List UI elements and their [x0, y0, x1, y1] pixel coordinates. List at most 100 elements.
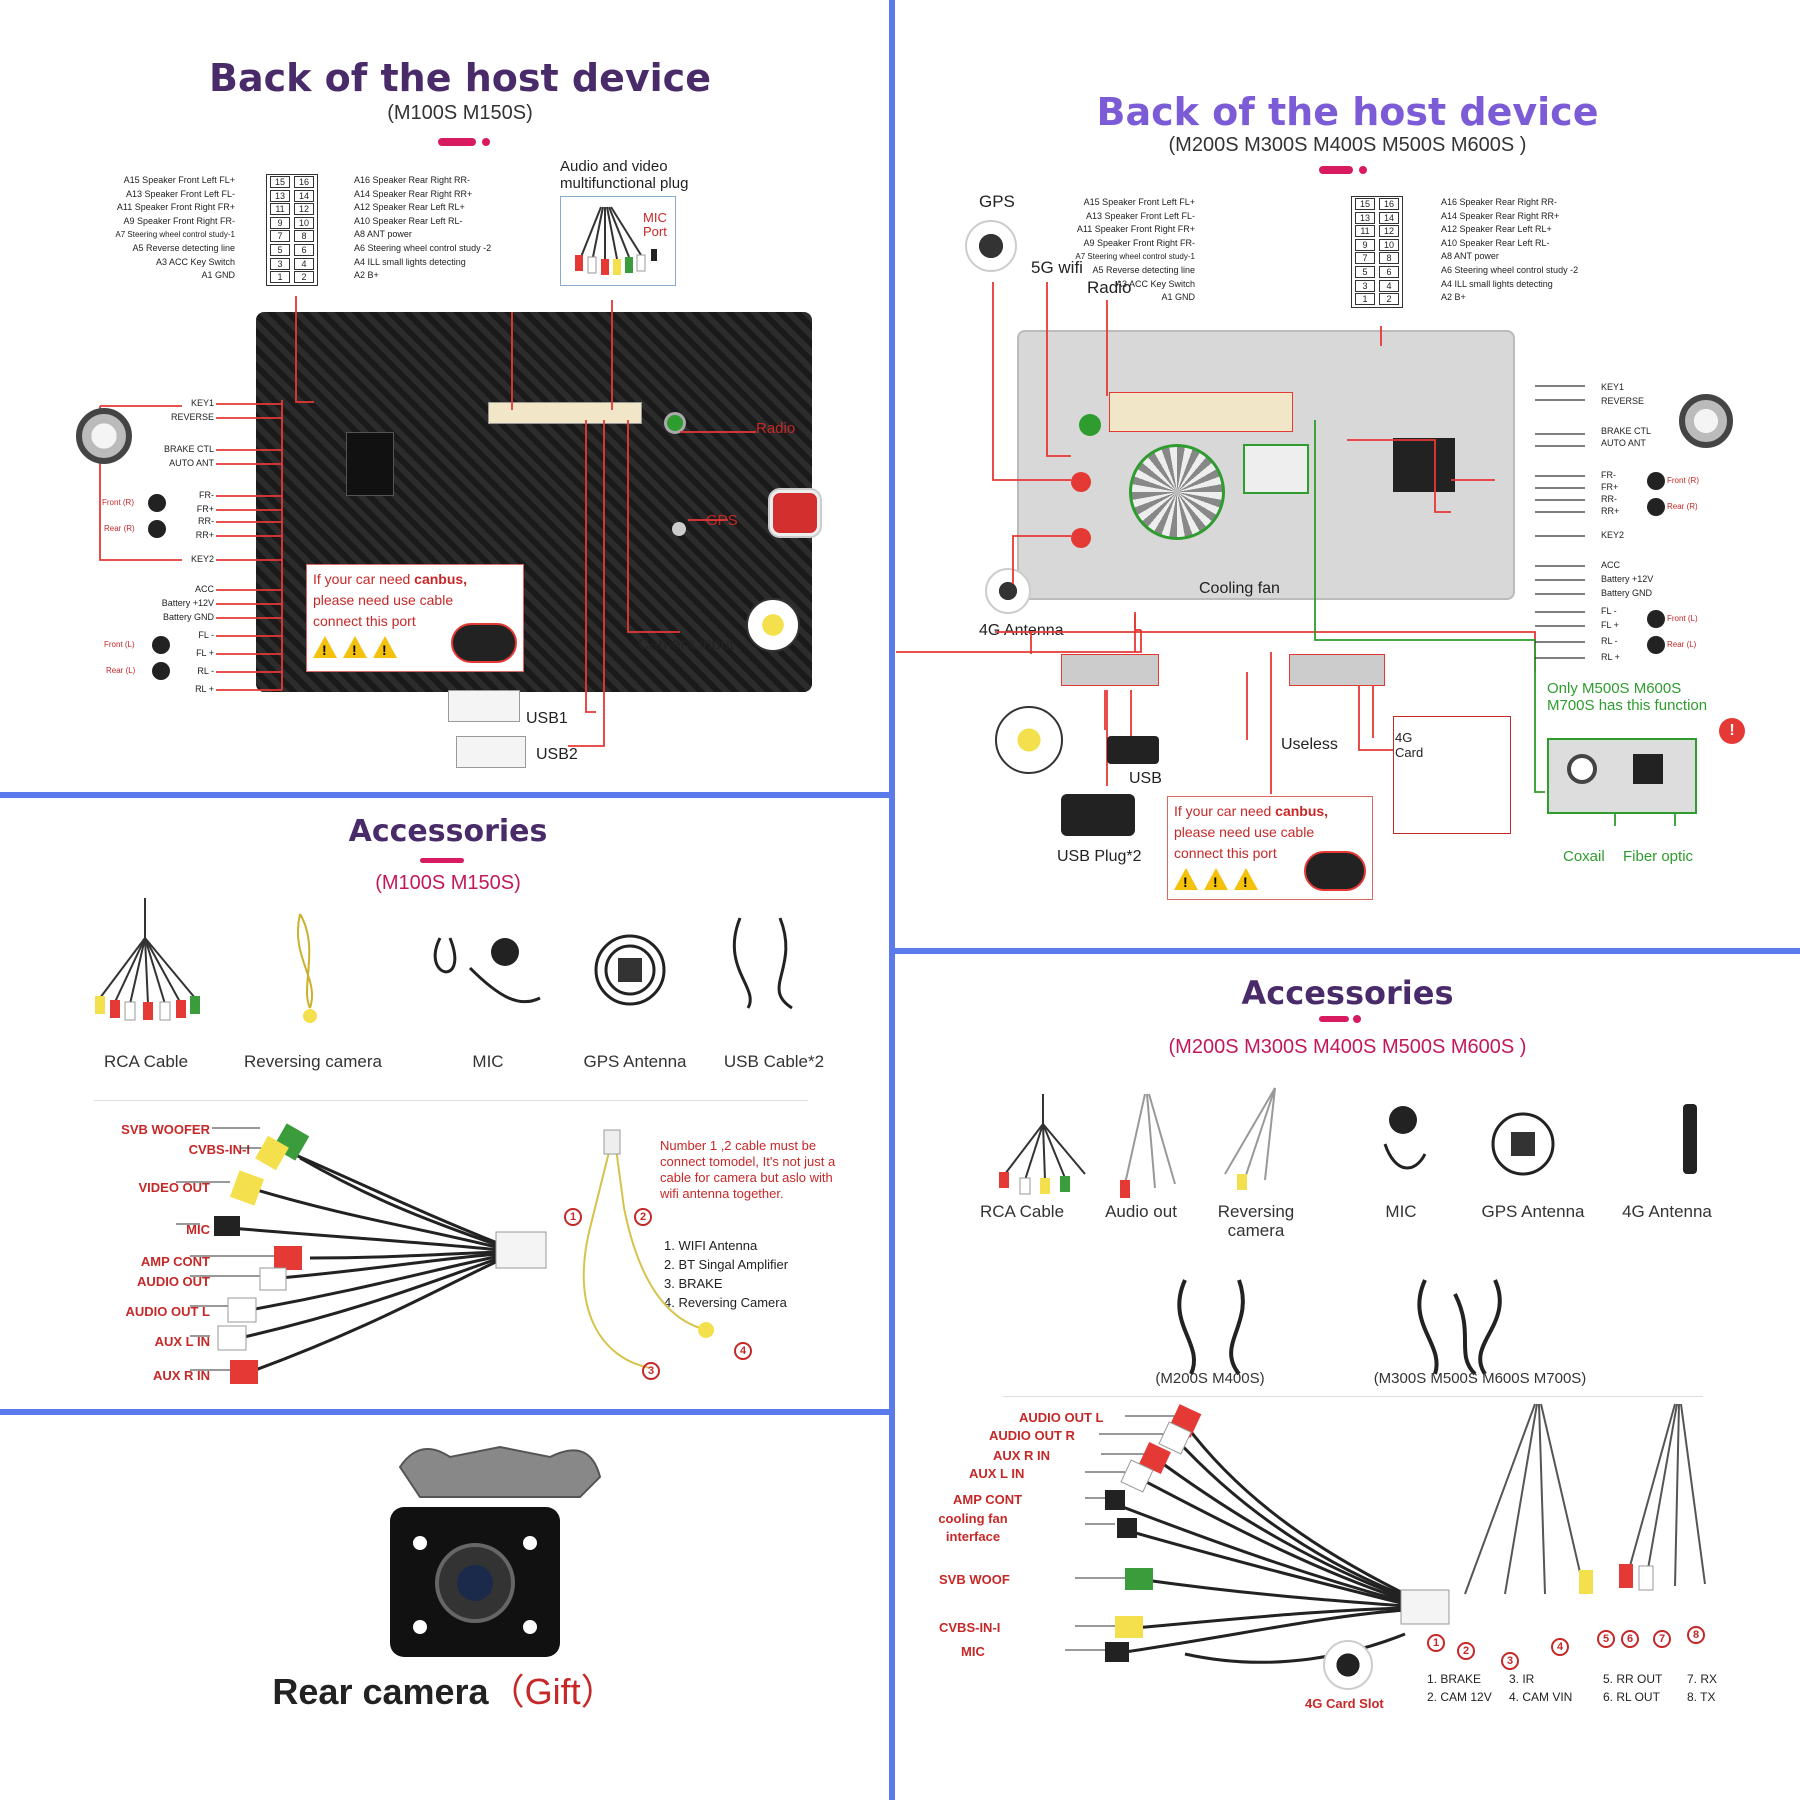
useless-label: Useless — [1281, 736, 1338, 753]
usb-label: USB — [1129, 770, 1162, 787]
wire-label: FR+ — [1601, 482, 1619, 492]
pin-label: A5 Reverse detecting line — [1092, 264, 1195, 275]
optical-port-square — [1633, 754, 1663, 784]
separator — [1003, 1396, 1703, 1397]
cable-list: 1. WIFI Antenna 2. BT Singal Amplifier 3… — [664, 1236, 788, 1312]
usb-plug-icon — [1061, 794, 1135, 836]
pin-label: A4 ILL small lights detecting — [354, 256, 466, 267]
speaker-icon — [1647, 498, 1665, 516]
pin-number: 4 — [1379, 279, 1399, 292]
rear-camera-caption: Rear camera（Gift） — [0, 1663, 889, 1715]
pin-number: 14 — [1379, 211, 1399, 224]
accent-dot — [1353, 1015, 1361, 1023]
gps-label: GPS — [979, 192, 1015, 211]
num-badge: 5 — [1597, 1630, 1615, 1648]
num-badge: 8 — [1687, 1626, 1705, 1644]
camera-input-label: Camera input — [638, 636, 735, 653]
pin-number: 1 — [1355, 293, 1375, 306]
wire-label: BRAKE CTL — [163, 444, 214, 454]
mic-icon — [1383, 1143, 1427, 1170]
speaker-icon — [152, 662, 170, 680]
radio-label: Radio — [756, 420, 796, 437]
pin-cable-drawings — [1464, 1403, 1706, 1595]
wire-label: REVERSE — [1601, 396, 1645, 406]
warning-icon — [1234, 868, 1258, 893]
coaxial-optical-ports — [1547, 738, 1697, 814]
wire-label: FR+ — [196, 504, 214, 514]
section-title: Accessories — [1241, 974, 1454, 1012]
pin-label: A7 Steering wheel control study-1 — [115, 230, 235, 240]
antenna-4g-icon — [985, 568, 1031, 614]
rear-l-label: Rear (L) — [1667, 640, 1697, 649]
legend-item: 3. IR — [1509, 1672, 1535, 1686]
accent-dash — [420, 858, 464, 863]
rca-cable-icon — [99, 898, 196, 1005]
pin-label: A9 Speaker Front Right FR- — [123, 215, 235, 226]
wiring-lines — [896, 282, 1676, 826]
pin-label: A12 Speaker Rear Left RL+ — [1441, 224, 1552, 235]
wire-label: RR+ — [1601, 506, 1620, 516]
wire-label: FL - — [198, 630, 214, 640]
accessory-label: USB Cable*2 — [723, 1052, 825, 1071]
note-text: please need use cable — [1174, 824, 1315, 840]
panel-accessories-m100: Accessories (M100S M150S) RCA Cable Reve… — [0, 798, 889, 1409]
num-2: 2 — [634, 1208, 652, 1226]
harness-label: AUX L IN — [969, 1466, 1025, 1481]
warning-icon — [313, 636, 337, 661]
pin-label: A9 Speaker Front Right FR- — [1083, 237, 1195, 248]
warning-icon: ! — [1719, 718, 1745, 744]
audio-out-icon — [1124, 1093, 1176, 1189]
av-plug-label: Audio and video multifunctional plug — [560, 158, 689, 192]
canbus-port-thumb — [451, 623, 517, 663]
harness-label: AMP CONT — [953, 1492, 1023, 1507]
pin-label: A13 Speaker Front Left FL- — [1085, 210, 1195, 221]
wire-label: ACC — [1601, 560, 1621, 570]
harness-label: MIC — [186, 1222, 210, 1237]
wire-label: RL - — [1601, 636, 1618, 646]
num-badge: 6 — [1621, 1630, 1639, 1648]
speaker-icon — [1647, 472, 1665, 490]
rear-r-label: Rear (R) — [104, 524, 135, 533]
accessory-label: MIC — [1385, 1202, 1417, 1221]
accessory-images — [999, 1087, 1697, 1376]
num-badge: 7 — [1653, 1630, 1671, 1648]
num-3: 3 — [642, 1362, 660, 1380]
harness-label: AUDIO OUT R — [989, 1428, 1075, 1443]
accessory-label: Reversing camera — [1217, 1202, 1295, 1240]
pin-labels-left: A15 Speaker Front Left FL+ A13 Speaker F… — [60, 174, 235, 283]
speaker-icon — [152, 636, 170, 654]
radio-socket — [1079, 414, 1101, 436]
list-item: 4. Reversing Camera — [664, 1295, 787, 1310]
card-4g-box — [1393, 716, 1511, 834]
pin-number: 10 — [1379, 238, 1399, 251]
accent-dash — [438, 138, 476, 146]
accessory-label: Reversing camera — [244, 1052, 382, 1071]
connector-block — [1109, 392, 1293, 432]
pin-label: A16 Speaker Rear Right RR- — [354, 175, 471, 185]
usb2-cable-icon — [456, 736, 526, 768]
pin-number: 15 — [1355, 198, 1375, 210]
pin-number: 11 — [1355, 225, 1375, 238]
accent-dot — [482, 138, 490, 146]
usb-cable-long-icon — [1417, 1279, 1502, 1376]
canbus-word: canbus, — [1275, 803, 1329, 819]
pin-number: 5 — [270, 244, 290, 256]
antenna-4g-label: 4G Antenna — [979, 622, 1064, 639]
note-text: please need use cable — [313, 592, 454, 608]
legend-item: 2. CAM 12V — [1427, 1690, 1492, 1704]
list-item: 1. WIFI Antenna — [664, 1238, 758, 1253]
harness-label: CVBS-IN-I — [939, 1620, 1001, 1635]
card-slot-icon — [1323, 1640, 1373, 1690]
vertical-divider — [889, 0, 895, 1800]
rear-r-label: Rear (R) — [1667, 502, 1698, 511]
num-4: 4 — [734, 1342, 752, 1360]
pin-number: 3 — [270, 257, 290, 270]
divider-right-1 — [895, 948, 1800, 954]
pin-number: 8 — [294, 230, 314, 243]
pin-label: A6 Steering wheel control study -2 — [354, 242, 492, 253]
mic-icon — [433, 937, 541, 1004]
pin-number: 15 — [270, 176, 290, 188]
pin-number: 12 — [1379, 225, 1399, 238]
legend-item: 1. BRAKE — [1427, 1672, 1482, 1686]
front-r-label: Front (R) — [102, 498, 134, 507]
